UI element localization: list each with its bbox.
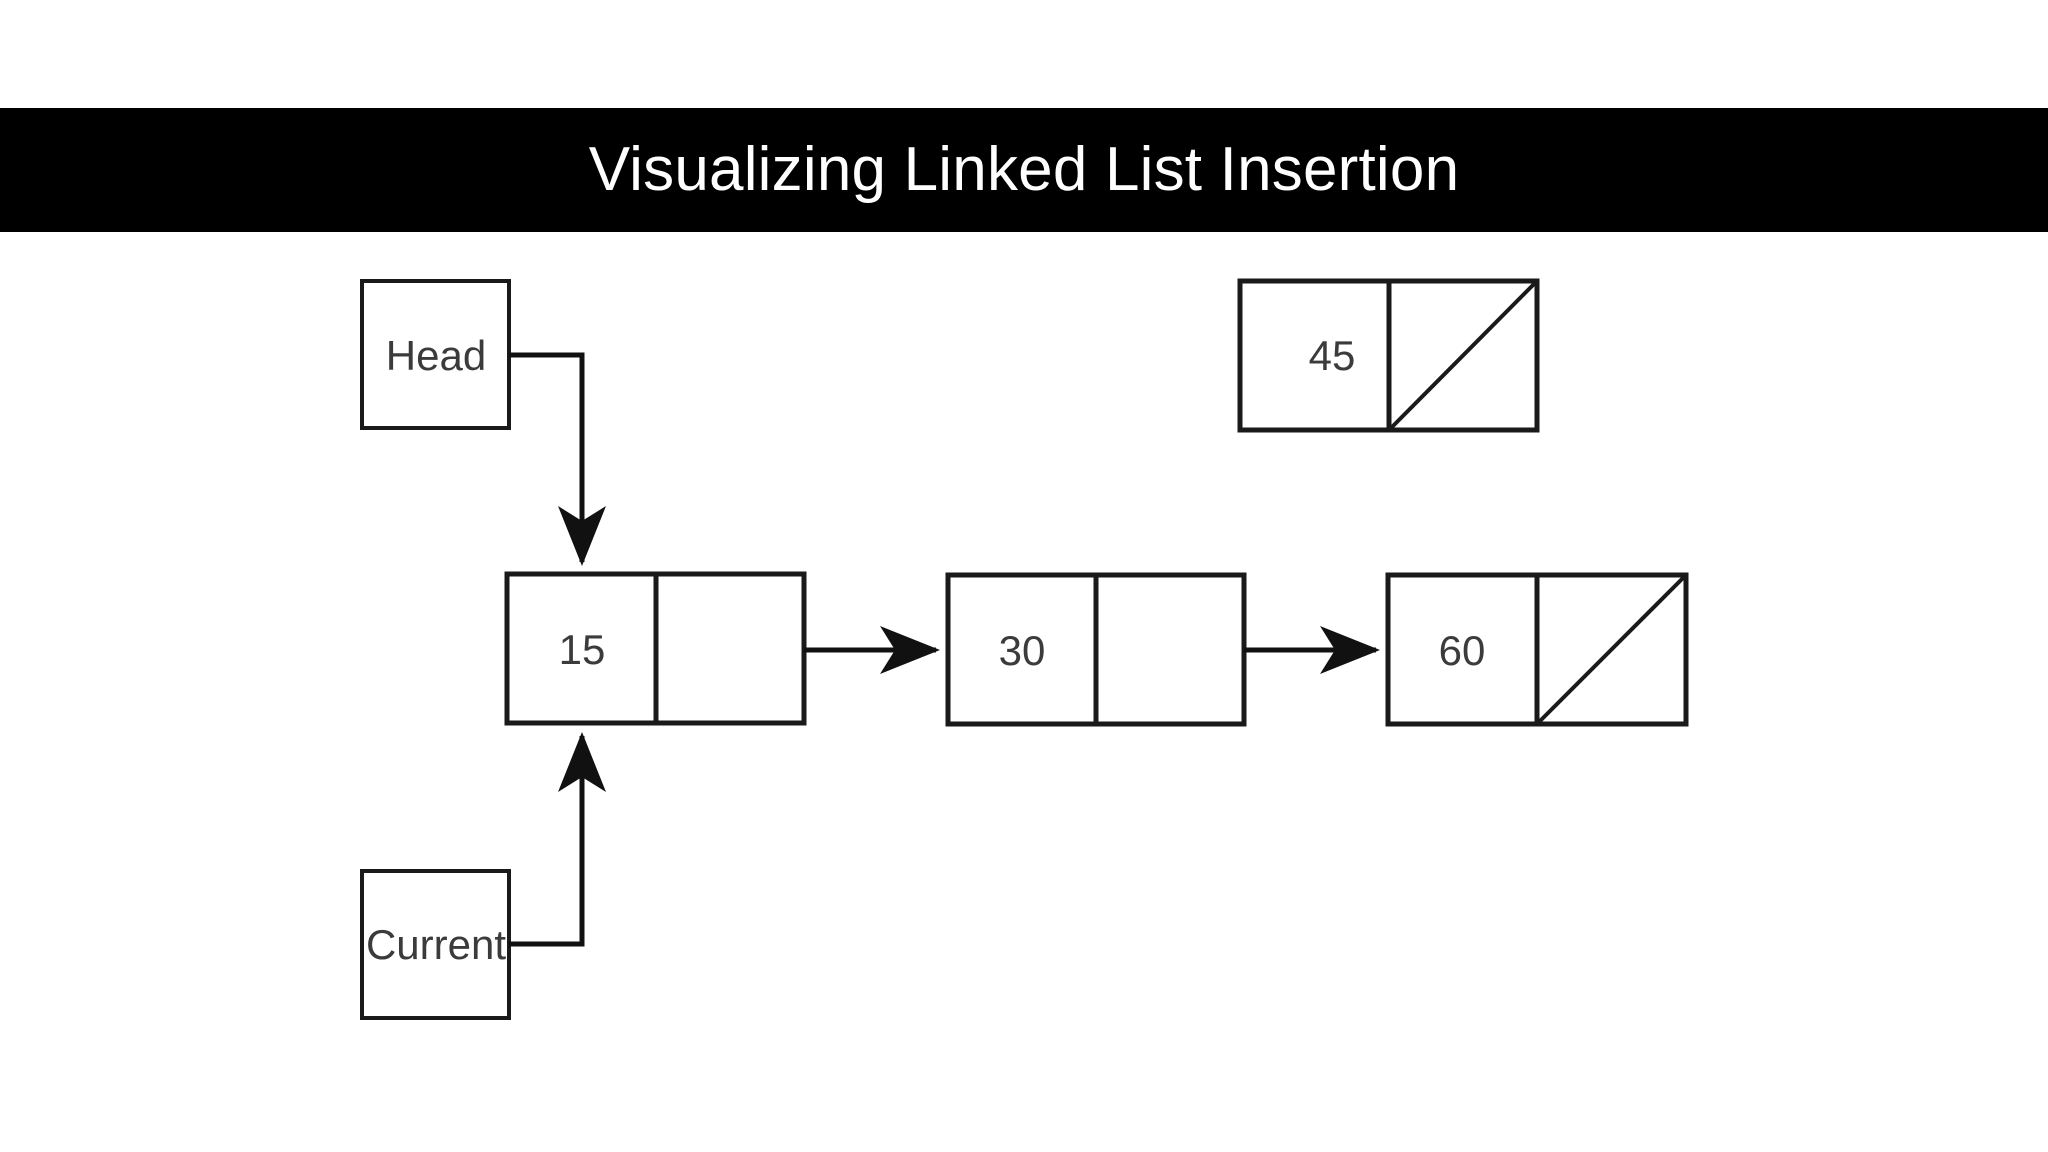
title-bar: Visualizing Linked List Insertion [0, 108, 2048, 232]
list-node-30[interactable] [945, 572, 1247, 727]
list-node-45[interactable] [1237, 278, 1540, 433]
list-node-60[interactable] [1385, 572, 1689, 727]
edge-current-to-node-15 [509, 731, 606, 947]
page-title: Visualizing Linked List Insertion [588, 135, 1460, 204]
pointer-box-head[interactable] [360, 279, 511, 430]
node-60-null-slash [1537, 575, 1686, 724]
current-box-outline [360, 869, 511, 1020]
list-node-15[interactable] [504, 571, 807, 726]
node-45-null-slash [1389, 281, 1537, 430]
edge-head-to-node-15 [509, 352, 606, 567]
pointer-box-current[interactable] [360, 869, 511, 1020]
head-box-outline [360, 279, 511, 430]
